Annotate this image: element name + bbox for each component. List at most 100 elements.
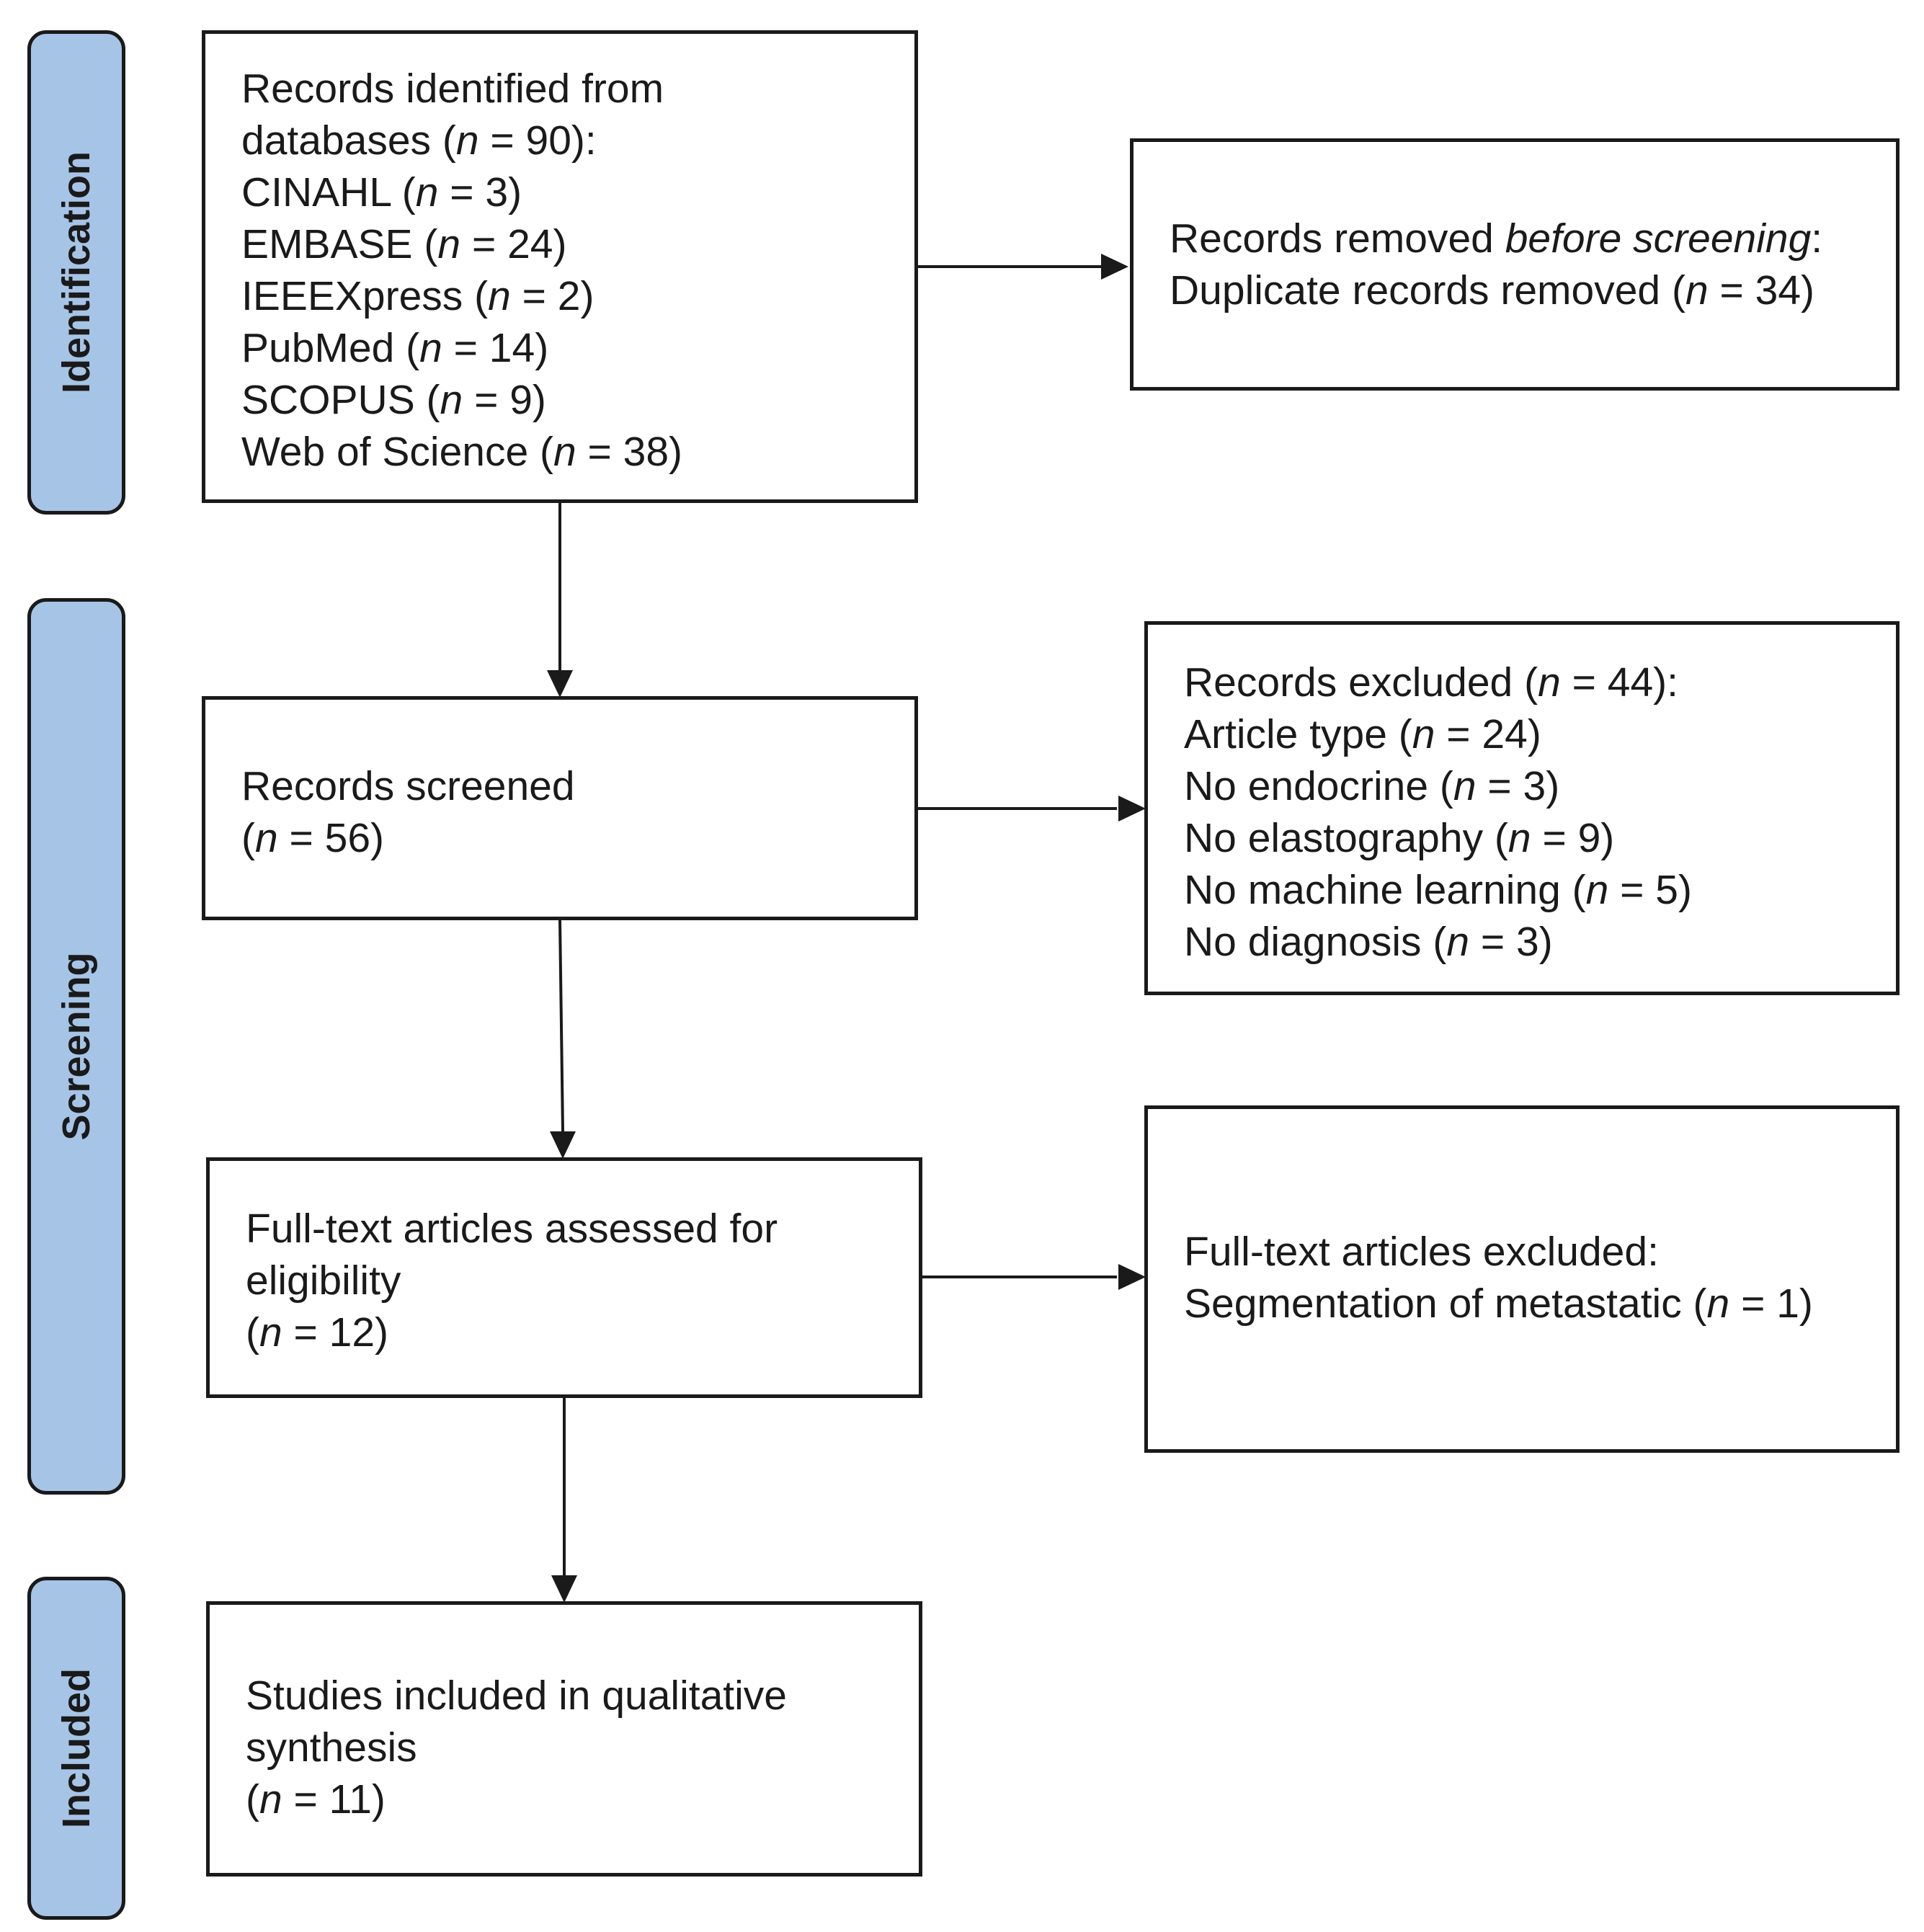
box-text-line: databases (n = 90): <box>241 115 914 166</box>
line-text: ( <box>246 1309 259 1355</box>
box-text-line: Records removed before screening: <box>1170 213 1896 264</box>
box-text-line: No diagnosis (n = 3) <box>1184 916 1896 968</box>
arrowhead-fulltext-excluded <box>1118 1264 1146 1290</box>
line-text-suffix: = 44): <box>1560 659 1678 705</box>
line-text: EMBASE ( <box>241 221 438 267</box>
line-text: IEEEXpress ( <box>241 273 489 319</box>
line-italic-text: n <box>1453 763 1477 809</box>
line-text-suffix: = 12) <box>282 1309 389 1355</box>
arrowhead-included <box>551 1575 577 1603</box>
line-italic-text: n <box>1507 815 1531 861</box>
line-text-suffix: = 14) <box>442 325 549 371</box>
box-fulltext-assessed: Full-text articles assessed for eligibili… <box>206 1157 922 1398</box>
line-italic-text: n <box>440 377 463 423</box>
line-italic-text: before screening <box>1505 215 1812 262</box>
box-records-removed: Records removed before screening:Duplica… <box>1130 138 1899 391</box>
line-text: No elastography ( <box>1184 815 1508 861</box>
box-text-line: No elastography (n = 9) <box>1184 812 1896 864</box>
line-italic-text: n <box>1706 1281 1730 1327</box>
line-italic-text: n <box>1685 267 1709 313</box>
box-text-line: No endocrine (n = 3) <box>1184 760 1896 812</box>
box-text-line: (n = 56) <box>241 812 914 864</box>
line-italic-text: n <box>1538 659 1561 705</box>
box-records-screened: Records screened(n = 56) <box>202 696 918 920</box>
line-text: Duplicate records removed ( <box>1170 267 1685 313</box>
box-text-line: (n = 12) <box>246 1306 919 1358</box>
line-text: No machine learning ( <box>1184 867 1586 913</box>
phase-screening: Screening <box>27 598 125 1495</box>
box-text-line: SCOPUS (n = 9) <box>241 374 914 426</box>
line-italic-text: n <box>553 429 576 475</box>
line-italic-text: n <box>1412 711 1435 757</box>
box-text-line: Web of Science (n = 38) <box>241 426 914 478</box>
box-text-line: Records identified from <box>241 63 914 115</box>
arrowhead-screened <box>547 670 573 698</box>
box-text-line: (n = 11) <box>246 1773 919 1825</box>
line-text: ( <box>241 815 255 861</box>
arrowhead-excluded <box>1118 796 1146 822</box>
line-text-suffix: = 38) <box>576 429 683 475</box>
line-text: CINAHL ( <box>241 169 416 215</box>
phase-identification: Identification <box>27 30 125 515</box>
line-text: PubMed ( <box>241 325 420 371</box>
box-studies-included: Studies included in qualitative synthesis… <box>206 1601 922 1877</box>
line-italic-text: n <box>419 325 442 371</box>
box-text-line: Records screened <box>241 760 914 812</box>
box-text-line: CINAHL (n = 3) <box>241 166 914 218</box>
box-text-line: synthesis <box>246 1722 919 1773</box>
line-text: No endocrine ( <box>1184 763 1453 809</box>
line-text: Records excluded ( <box>1184 659 1538 705</box>
line-text: databases ( <box>241 117 456 164</box>
box-text-line: Records excluded (n = 44): <box>1184 656 1896 708</box>
line-text-suffix: = 11) <box>282 1776 386 1822</box>
line-text-suffix: = 9) <box>1531 815 1615 861</box>
line-text-suffix: = 3) <box>1469 919 1553 965</box>
box-text-line: Duplicate records removed (n = 34) <box>1170 264 1896 316</box>
phase-included: Included <box>27 1577 125 1920</box>
box-text-line: Segmentation of metastatic (n = 1) <box>1184 1278 1896 1330</box>
line-text: SCOPUS ( <box>241 377 440 423</box>
line-italic-text: n <box>1585 867 1609 913</box>
line-text-suffix: = 3) <box>438 169 522 215</box>
line-text: eligibility <box>246 1257 401 1304</box>
line-text: Records identified from <box>241 66 664 112</box>
box-text-line: eligibility <box>246 1255 919 1306</box>
line-italic-text: n <box>1446 919 1470 965</box>
line-text-suffix: = 90): <box>478 117 597 164</box>
line-text-suffix: = 3) <box>1476 763 1560 809</box>
line-italic-text: n <box>254 815 278 861</box>
box-text-line: IEEEXpress (n = 2) <box>241 270 914 322</box>
arrowhead-removed <box>1101 254 1128 280</box>
line-text: Full-text articles assessed for <box>246 1206 778 1252</box>
line-text-suffix: = 24) <box>1435 711 1541 757</box>
line-text-suffix: = 1) <box>1729 1281 1813 1327</box>
line-text: Full-text articles excluded: <box>1184 1229 1659 1275</box>
line-text: Segmentation of metastatic ( <box>1184 1281 1707 1327</box>
line-text: Article type ( <box>1184 711 1412 757</box>
line-text: Web of Science ( <box>241 429 553 475</box>
line-text-suffix: = 56) <box>277 815 385 861</box>
line-text: Studies included in qualitative <box>246 1673 787 1719</box>
line-text: Records removed <box>1170 215 1505 262</box>
box-text-line: Full-text articles excluded: <box>1184 1226 1896 1278</box>
box-text-line: No machine learning (n = 5) <box>1184 864 1896 916</box>
line-text: No diagnosis ( <box>1184 919 1447 965</box>
line-italic-text: n <box>455 117 479 164</box>
line-italic-text: n <box>259 1776 282 1822</box>
line-italic-text: n <box>488 273 511 319</box>
line-italic-text: n <box>437 221 461 267</box>
box-text-line: PubMed (n = 14) <box>241 322 914 374</box>
box-records-excluded: Records excluded (n = 44):Article type (… <box>1144 621 1899 995</box>
line-text-suffix: = 34) <box>1708 267 1814 313</box>
line-text: synthesis <box>246 1724 417 1771</box>
line-text-suffix: = 2) <box>510 273 594 319</box>
box-text-line: Article type (n = 24) <box>1184 708 1896 760</box>
line-italic-text: n <box>259 1309 282 1355</box>
box-fulltext-excluded: Full-text articles excluded:Segmentation… <box>1144 1105 1899 1453</box>
line-text: ( <box>246 1776 259 1822</box>
line-text-suffix: = 5) <box>1608 867 1692 913</box>
line-text-suffix: : <box>1811 215 1823 262</box>
